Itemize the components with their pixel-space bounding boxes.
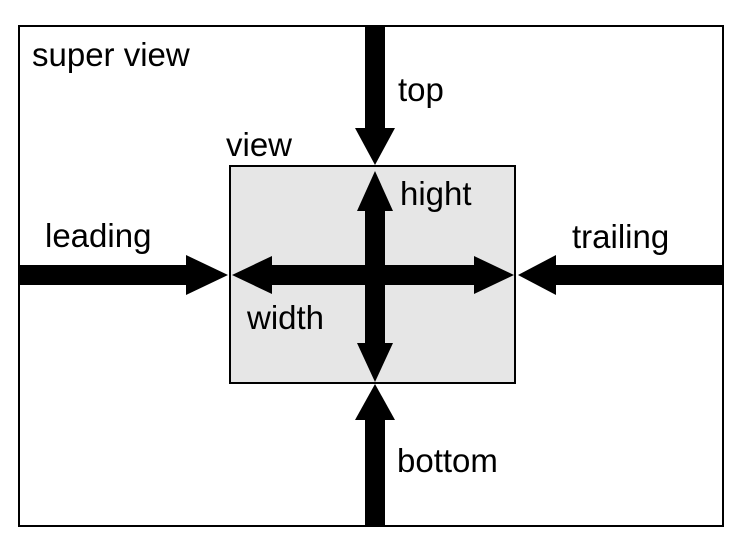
trailing-label: trailing [572,218,669,255]
height-double-arrow [357,171,393,382]
leading-label: leading [45,217,151,254]
height-label: hight [400,175,472,212]
trailing-constraint-arrow [518,255,723,295]
bottom-constraint-arrow [355,384,395,526]
super-view-label: super view [32,36,190,73]
bottom-label: bottom [397,442,498,479]
top-constraint-arrow [355,26,395,165]
view-label: view [226,126,292,163]
leading-constraint-arrow [19,255,228,295]
width-label: width [246,299,324,336]
top-label: top [398,71,444,108]
